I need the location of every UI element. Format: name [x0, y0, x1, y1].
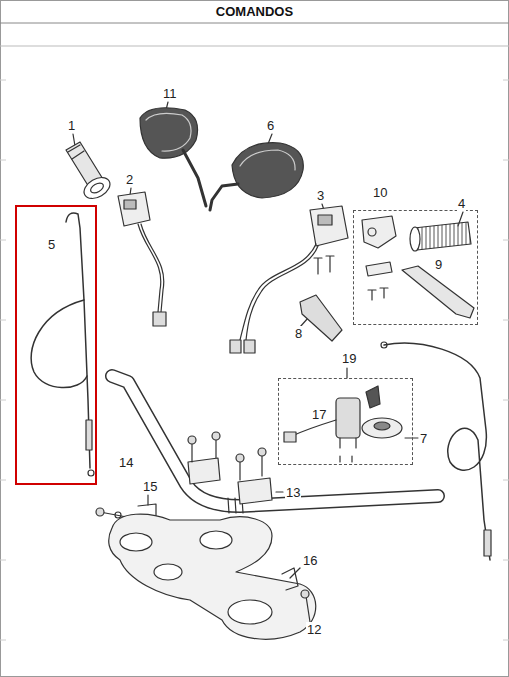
callout-number: 4: [457, 196, 466, 211]
callout-number: 15: [142, 479, 158, 494]
callout-number: 14: [118, 455, 134, 470]
callout-number: 10: [372, 185, 388, 200]
callout-number: 11: [162, 86, 178, 101]
highlight-box: 5: [15, 205, 97, 485]
group-box: 1917: [278, 378, 413, 465]
callout-number: 8: [294, 326, 303, 341]
callout-number: 12: [306, 622, 322, 637]
diagram-title: COMANDOS: [0, 4, 509, 19]
callout-number: 19: [341, 351, 357, 366]
group-box: 109: [353, 210, 478, 325]
callout-number: 16: [302, 553, 318, 568]
callout-number: 6: [266, 118, 275, 133]
callout-number: 3: [316, 188, 325, 203]
callout-number: 5: [47, 237, 56, 252]
callout-number: 1: [67, 118, 76, 133]
callout-number: 13: [285, 485, 301, 500]
callout-number: 9: [434, 257, 443, 272]
callout-number: 7: [419, 431, 428, 446]
callout-number: 2: [125, 172, 134, 187]
callout-number: 17: [311, 407, 327, 422]
